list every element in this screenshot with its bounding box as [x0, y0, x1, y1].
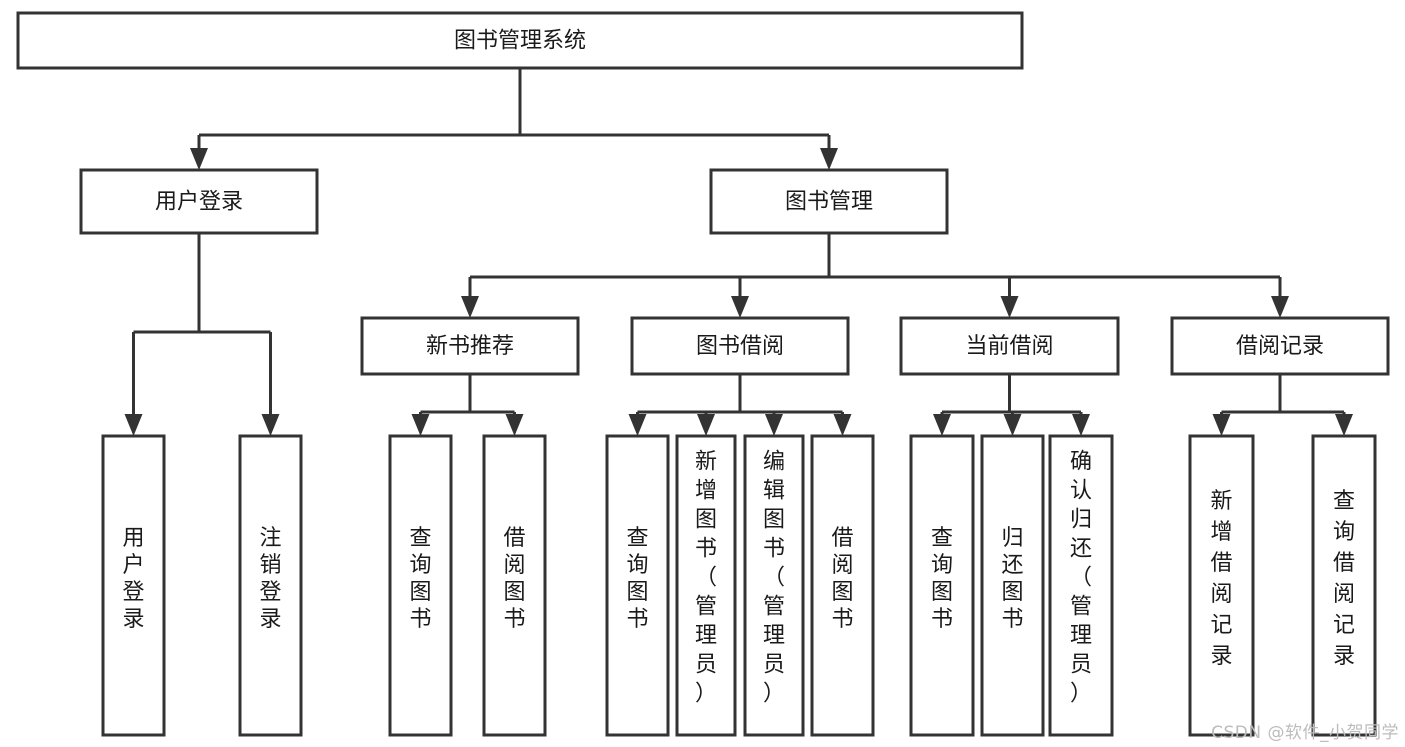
node-label-current-borrow: 当前借阅: [965, 334, 1053, 359]
node-label-new-book-recommend: 新书推荐: [426, 334, 514, 359]
node-label-book-manage: 图书管理: [785, 190, 873, 215]
node-label-leaf-user-login: 用户登录: [122, 526, 144, 632]
node-box-leaf-query-book-3: [909, 434, 975, 737]
arrow-head-icon: [1072, 414, 1090, 436]
node-box-leaf-query-book-2: [605, 434, 670, 737]
node-box-book-manage: [709, 168, 949, 235]
node-leaf-query-book-1[interactable]: 查询图书: [388, 434, 453, 737]
node-box-new-book-recommend: [360, 316, 580, 376]
node-leaf-confirm-return-admin[interactable]: 确认归还（管理员）: [1048, 434, 1114, 737]
node-user-login[interactable]: 用户登录: [79, 168, 319, 235]
node-box-leaf-query-book-1: [388, 434, 453, 737]
node-box-root: [16, 11, 1024, 70]
node-label-leaf-query-book-3: 查询图书: [931, 526, 953, 632]
node-label-borrow-record: 借阅记录: [1236, 334, 1324, 359]
arrow-head-icon: [628, 414, 647, 436]
node-box-leaf-edit-book-admin: [743, 434, 805, 737]
node-current-borrow[interactable]: 当前借阅: [899, 316, 1120, 376]
node-leaf-edit-book-admin[interactable]: 编辑图书（管理员）: [743, 434, 805, 737]
node-box-leaf-borrow-book-2: [810, 434, 875, 737]
node-box-leaf-add-borrow-record: [1188, 434, 1255, 737]
node-box-leaf-add-book-admin: [675, 434, 737, 737]
arrow-head-icon: [765, 414, 783, 436]
node-label-book-borrow: 图书借阅: [696, 334, 784, 359]
node-box-leaf-query-borrow-record: [1311, 434, 1377, 737]
node-label-leaf-return-book: 归还图书: [1001, 526, 1023, 632]
node-leaf-return-book[interactable]: 归还图书: [980, 434, 1045, 737]
node-label-leaf-query-book-1: 查询图书: [409, 526, 431, 632]
node-box-current-borrow: [899, 316, 1120, 376]
arrow-head-icon: [933, 414, 951, 436]
node-leaf-user-logout[interactable]: 注销登录: [238, 434, 303, 737]
watermark-text: CSDN @软件_小贺同学: [1211, 723, 1399, 743]
arrow-head-icon: [505, 414, 524, 436]
arrow-head-icon: [820, 148, 838, 170]
node-box-leaf-return-book: [980, 434, 1045, 737]
node-book-borrow[interactable]: 图书借阅: [630, 316, 850, 376]
node-box-user-login: [79, 168, 319, 235]
node-label-leaf-query-book-2: 查询图书: [626, 526, 648, 632]
node-label-leaf-user-logout: 注销登录: [259, 526, 281, 632]
node-box-book-borrow: [630, 316, 850, 376]
node-box-leaf-confirm-return-admin: [1048, 434, 1114, 737]
node-book-manage[interactable]: 图书管理: [709, 168, 949, 235]
arrow-head-icon: [731, 296, 749, 318]
node-leaf-query-book-2[interactable]: 查询图书: [605, 434, 670, 737]
node-label-root: 图书管理系统: [454, 29, 586, 54]
arrow-head-icon: [697, 414, 715, 436]
node-label-leaf-query-borrow-record: 查询借阅记录: [1333, 489, 1355, 669]
arrow-head-icon: [1003, 414, 1022, 436]
arrow-head-icon: [190, 148, 208, 170]
node-leaf-user-login[interactable]: 用户登录: [101, 434, 166, 737]
arrow-head-icon: [833, 414, 852, 436]
node-leaf-borrow-book-1[interactable]: 借阅图书: [482, 434, 547, 737]
node-label-leaf-borrow-book-1: 借阅图书: [503, 526, 525, 632]
node-new-book-recommend[interactable]: 新书推荐: [360, 316, 580, 376]
arrow-head-icon: [1212, 414, 1231, 436]
node-label-user-login: 用户登录: [155, 190, 243, 215]
node-leaf-add-book-admin[interactable]: 新增图书（管理员）: [675, 434, 737, 737]
node-box-leaf-user-login: [101, 434, 166, 737]
node-label-leaf-edit-book-admin: 编辑图书（管理员）: [763, 450, 785, 707]
connector-layer: [124, 68, 1353, 436]
node-leaf-query-borrow-record[interactable]: 查询借阅记录: [1311, 434, 1377, 737]
arrow-head-icon: [1335, 414, 1353, 436]
node-borrow-record[interactable]: 借阅记录: [1170, 316, 1390, 376]
node-label-leaf-borrow-book-2: 借阅图书: [831, 526, 853, 632]
node-label-leaf-confirm-return-admin: 确认归还（管理员）: [1070, 450, 1092, 707]
arrow-head-icon: [1271, 296, 1289, 318]
arrow-head-icon: [124, 414, 143, 436]
node-box-leaf-borrow-book-1: [482, 434, 547, 737]
node-box-leaf-user-logout: [238, 434, 303, 737]
node-label-leaf-add-borrow-record: 新增借阅记录: [1210, 489, 1232, 669]
node-layer: 图书管理系统用户登录图书管理新书推荐图书借阅当前借阅借阅记录用户登录注销登录查询…: [16, 11, 1390, 737]
arrow-head-icon: [261, 414, 280, 436]
node-leaf-add-borrow-record[interactable]: 新增借阅记录: [1188, 434, 1255, 737]
arrow-head-icon: [461, 296, 479, 318]
arrow-head-icon: [411, 414, 430, 436]
node-box-borrow-record: [1170, 316, 1390, 376]
node-leaf-query-book-3[interactable]: 查询图书: [909, 434, 975, 737]
node-label-leaf-add-book-admin: 新增图书（管理员）: [695, 450, 717, 707]
node-leaf-borrow-book-2[interactable]: 借阅图书: [810, 434, 875, 737]
arrow-head-icon: [1000, 296, 1019, 318]
node-root[interactable]: 图书管理系统: [16, 11, 1024, 70]
